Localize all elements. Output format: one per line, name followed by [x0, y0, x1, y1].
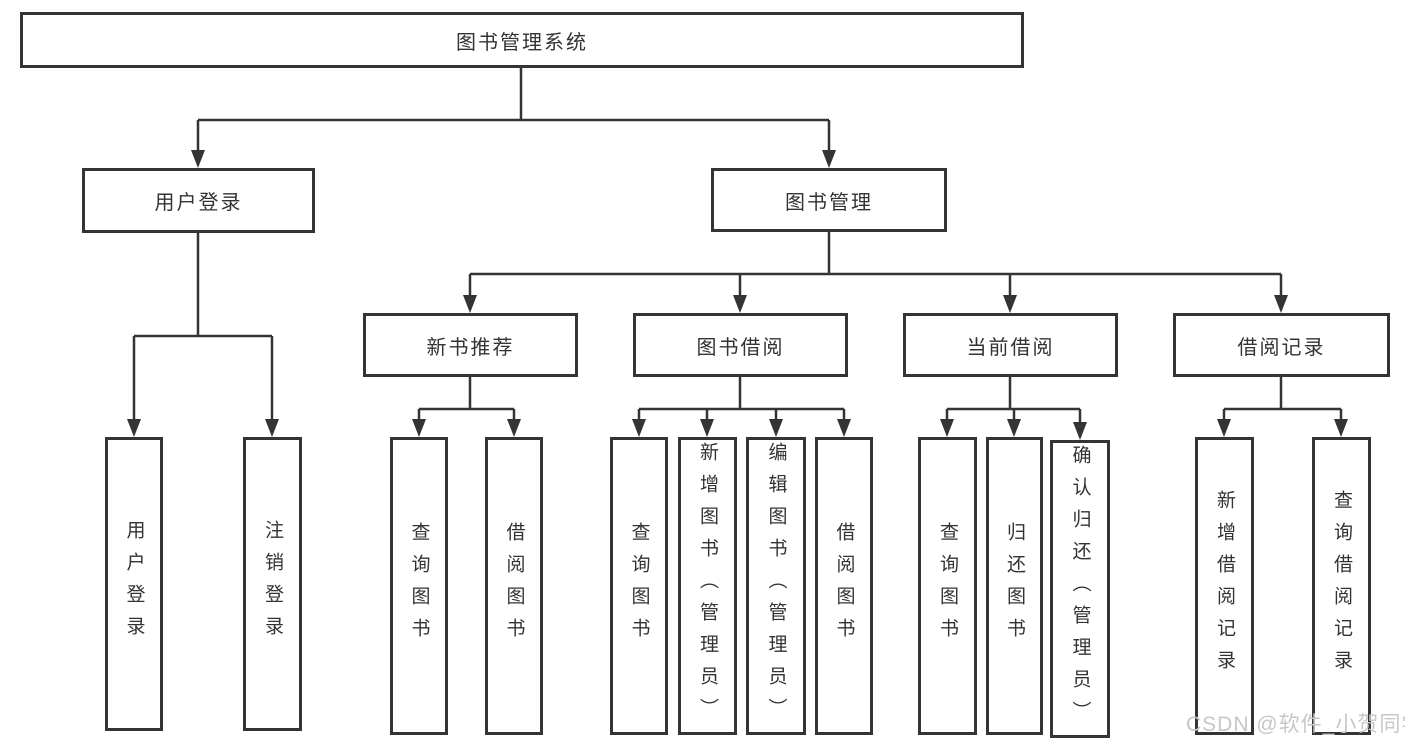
node-book-management: 图书管理 [711, 168, 947, 232]
node-current-return-book-label: 归还图书 [1004, 522, 1025, 650]
node-borrowing-records-label: 借阅记录 [1237, 336, 1326, 359]
node-logout-action: 注销登录 [243, 437, 302, 731]
node-records-query-record: 查询借阅记录 [1312, 437, 1371, 735]
node-records-query-record-label: 查询借阅记录 [1331, 490, 1352, 682]
node-borrowing-records: 借阅记录 [1173, 313, 1390, 377]
node-current-borrowing-label: 当前借阅 [966, 336, 1055, 359]
node-user-login-action-label: 用户登录 [123, 520, 145, 648]
csdn-watermark: CSDN @软件_小贺同学 [1186, 713, 1405, 736]
node-recommend-borrow-book-label: 借阅图书 [503, 522, 525, 650]
arrowheads [127, 150, 1348, 440]
node-borrowing-add-book: 新增图书（管理员） [678, 437, 737, 735]
node-borrowing-query-book-label: 查询图书 [628, 522, 650, 650]
node-current-query-book-label: 查询图书 [937, 522, 958, 650]
node-borrowing-borrow-book: 借阅图书 [815, 437, 873, 735]
node-user-login-action: 用户登录 [105, 437, 163, 731]
node-current-return-book: 归还图书 [986, 437, 1043, 735]
node-user-login-label: 用户登录 [154, 192, 243, 214]
node-recommend-borrow-book: 借阅图书 [485, 437, 543, 735]
node-records-add-record-label: 新增借阅记录 [1214, 490, 1235, 682]
node-current-confirm-return-label: 确认归还（管理员） [1069, 445, 1091, 733]
node-records-add-record: 新增借阅记录 [1195, 437, 1254, 735]
node-book-borrowing-label: 图书借阅 [696, 336, 785, 359]
node-borrowing-edit-book-label: 编辑图书（管理员） [765, 442, 787, 730]
node-logout-action-label: 注销登录 [262, 520, 283, 648]
node-recommend-query-book: 查询图书 [390, 437, 448, 735]
node-new-book-recommend: 新书推荐 [363, 313, 578, 377]
node-borrowing-query-book: 查询图书 [610, 437, 668, 735]
node-borrowing-add-book-label: 新增图书（管理员） [697, 442, 718, 730]
node-current-query-book: 查询图书 [918, 437, 977, 735]
node-recommend-query-book-label: 查询图书 [408, 522, 430, 650]
node-user-login: 用户登录 [82, 168, 315, 233]
node-current-borrowing: 当前借阅 [903, 313, 1118, 377]
node-library-management-system-label: 图书管理系统 [456, 31, 588, 54]
node-borrowing-borrow-book-label: 借阅图书 [833, 522, 855, 650]
node-new-book-recommend-label: 新书推荐 [426, 336, 515, 359]
node-current-confirm-return: 确认归还（管理员） [1050, 440, 1110, 738]
node-borrowing-edit-book: 编辑图书（管理员） [746, 437, 806, 735]
node-book-management-label: 图书管理 [785, 191, 873, 214]
node-library-management-system: 图书管理系统 [20, 12, 1024, 68]
node-book-borrowing: 图书借阅 [633, 313, 848, 377]
